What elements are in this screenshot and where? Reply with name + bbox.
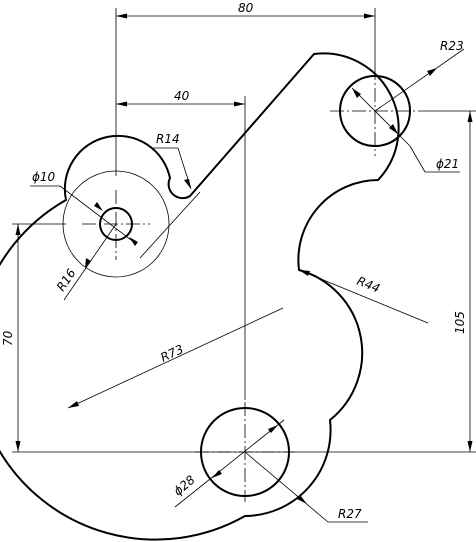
dim-r14: R14	[152, 132, 192, 190]
dim-40-label: 40	[174, 89, 190, 103]
dim-r44-label: R44	[355, 274, 382, 296]
dim-70: 70	[1, 224, 21, 452]
part-outline	[0, 52, 400, 541]
dim-r27-label: R27	[338, 507, 362, 521]
dim-r73-label: R73	[158, 342, 185, 365]
dim-r16-label: R16	[54, 266, 79, 294]
extension-lines	[12, 8, 476, 453]
fillet-tangent-line	[139, 191, 201, 259]
dim-phi21-label: ϕ21	[436, 157, 459, 171]
dim-r23: R23	[374, 39, 465, 112]
dim-r27: R27	[244, 451, 368, 523]
dim-105: 105	[453, 111, 473, 452]
dim-phi21: ϕ21	[351, 87, 460, 173]
dim-r16: R16	[54, 223, 117, 301]
dim-105-label: 105	[453, 311, 467, 334]
dim-40: 40	[116, 89, 245, 107]
dim-r23-label: R23	[440, 39, 464, 53]
dim-80: 80	[116, 1, 375, 19]
dim-phi10-label: ϕ10	[32, 170, 56, 184]
dim-phi10: ϕ10	[30, 170, 138, 246]
dim-80-label: 80	[238, 1, 254, 15]
dim-r44: R44	[298, 269, 429, 324]
dim-phi28-label: ϕ28	[171, 472, 198, 498]
dim-r14-label: R14	[156, 132, 180, 146]
dim-70-label: 70	[1, 330, 15, 346]
dim-r73: R73	[67, 307, 284, 409]
dim-phi28: ϕ28	[171, 419, 285, 508]
